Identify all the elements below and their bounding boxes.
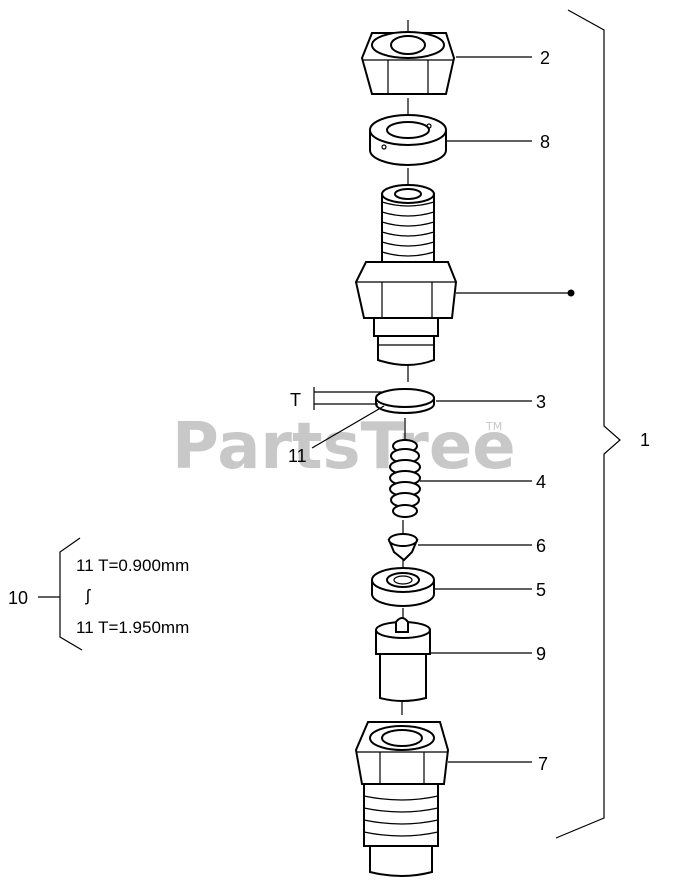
callout-10: 10 [8, 588, 28, 608]
callout-9: 9 [536, 644, 546, 664]
shim-note-range-symbol: ʃ [85, 586, 91, 605]
watermark: PartsTree TM [172, 410, 516, 484]
callout-1: 1 [640, 430, 650, 450]
shim-note-max: 11 T=1.950mm [76, 618, 189, 637]
shim-note-min: 11 T=0.900mm [76, 556, 189, 575]
callout-7: 7 [538, 754, 548, 774]
watermark-tm: TM [485, 420, 502, 433]
leader-lines [311, 56, 568, 763]
part-7-retaining-nut[interactable] [354, 721, 450, 877]
callout-2: 2 [540, 48, 550, 68]
part-8-washer[interactable] [369, 114, 447, 166]
callout-t: T [290, 390, 301, 410]
thread-lines [381, 201, 435, 257]
callout-3: 3 [536, 392, 546, 412]
assembly-bracket [555, 9, 621, 839]
assembly-dot [567, 289, 575, 297]
part-2-hex-nut[interactable] [360, 31, 456, 95]
shim-note-bracket [38, 537, 83, 651]
part-5-spacer[interactable] [371, 567, 435, 607]
callout-8: 8 [540, 132, 550, 152]
part-6-spring-seat[interactable] [387, 533, 419, 562]
shim-thickness-note: 11 T=0.900mm ʃ 11 T=1.950mm [76, 556, 189, 637]
watermark-text: PartsTree [172, 410, 516, 484]
callout-4: 4 [536, 472, 546, 492]
part-1-nozzle-holder[interactable] [354, 184, 458, 366]
callout-numbers: 2 8 3 4 6 5 9 7 1 T 11 10 [8, 48, 650, 774]
callout-6: 6 [536, 536, 546, 556]
part-9-nozzle[interactable] [375, 617, 431, 702]
callout-5: 5 [536, 580, 546, 600]
part-3-shim[interactable] [375, 388, 435, 414]
part-4-spring[interactable] [389, 439, 421, 518]
callout-11: 11 [288, 446, 307, 466]
